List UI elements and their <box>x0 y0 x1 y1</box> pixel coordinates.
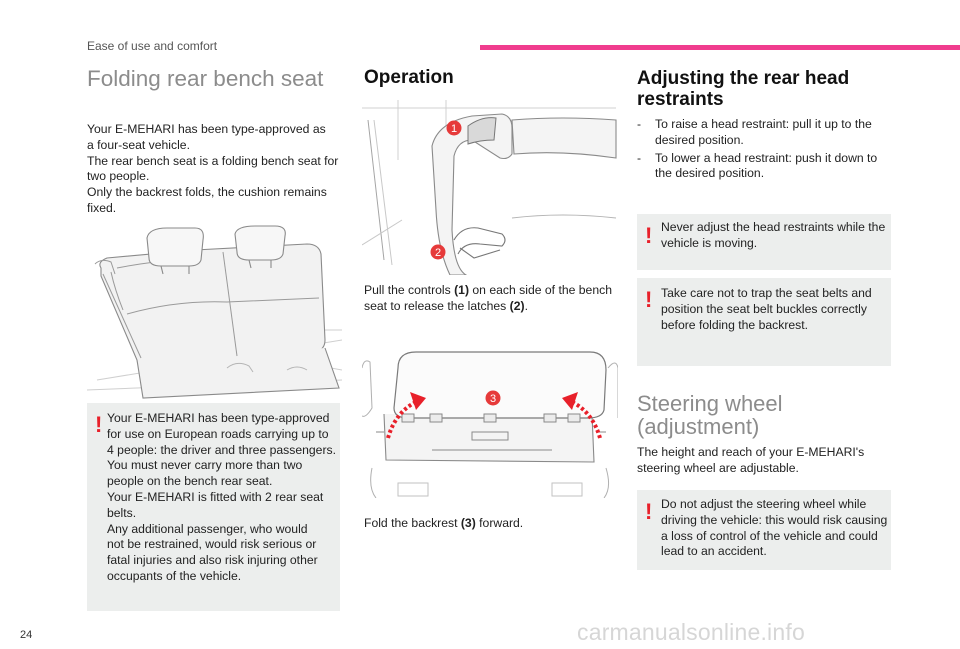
list-item: To raise a head restraint: pull it up to… <box>637 117 893 149</box>
steering-warning-text: Do not adjust the steering wheel while d… <box>661 497 888 559</box>
callout-2-marker <box>430 244 446 260</box>
warning-exclamation-icon: ! <box>645 223 653 248</box>
rear-bench-seat-illustration <box>87 225 342 399</box>
seat-controls-illustration: 1 2 <box>362 100 617 275</box>
warning-exclamation-icon: ! <box>645 499 653 524</box>
head-restraints-title: Adjusting the rear head restraints <box>637 68 850 110</box>
page-number: 24 <box>20 629 33 641</box>
operation-title: Operation <box>364 67 454 88</box>
folding-bench-title: Folding rear bench seat <box>87 66 324 91</box>
red-arrow-icon <box>562 392 602 439</box>
steering-wheel-text: The height and reach of your E-MEHARI's … <box>637 445 865 475</box>
callout-3-label: 3 <box>490 393 496 405</box>
callout-3-marker <box>485 390 501 406</box>
callout-1-label: 1 <box>451 123 457 135</box>
header-accent-bar <box>480 45 960 50</box>
callout-1-marker <box>446 120 462 136</box>
warning-exclamation-icon: ! <box>645 287 653 312</box>
warning-exclamation-icon: ! <box>95 412 103 437</box>
head-restraint-warning-text: Never adjust the head restraints while t… <box>661 220 886 250</box>
fold-backrest-text: Fold the backrest (3) forward. <box>364 516 524 530</box>
seat-belt-warning-box: ! Take care not to trap the seat belts a… <box>637 278 891 366</box>
passenger-warning-text: Your E-MEHARI has been type-approved for… <box>107 411 337 583</box>
seat-belt-warning-text: Take care not to trap the seat belts and… <box>661 286 872 332</box>
red-arrow-icon <box>386 392 426 439</box>
watermark: carmanualsonline.info <box>577 619 805 645</box>
bench-intro-text: Your E-MEHARI has been type-approved as … <box>87 122 339 215</box>
head-restraint-steps: To raise a head restraint: pull it up to… <box>637 117 893 184</box>
list-item: To lower a head restraint: push it down … <box>637 151 893 183</box>
passenger-warning-box: ! Your E-MEHARI has been type-approved f… <box>87 403 340 611</box>
fold-backrest-illustration: 3 <box>362 351 618 498</box>
section-header: Ease of use and comfort <box>87 39 218 53</box>
steering-warning-box: ! Do not adjust the steering wheel while… <box>637 490 891 570</box>
callout-2-label: 2 <box>435 247 441 259</box>
steering-wheel-title: Steering wheel (adjustment) <box>637 391 783 440</box>
head-restraint-warning-box: ! Never adjust the head restraints while… <box>637 214 891 270</box>
pull-controls-text: Pull the controls (1) on each side of th… <box>364 283 612 313</box>
